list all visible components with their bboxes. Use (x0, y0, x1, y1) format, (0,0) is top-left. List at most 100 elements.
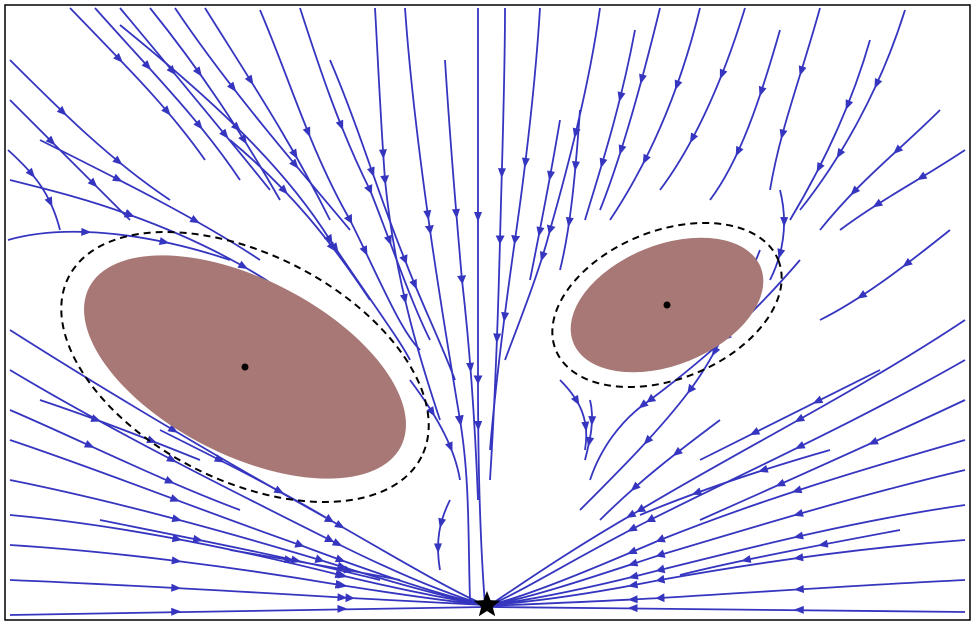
streamline (444, 59, 479, 501)
streamline-arrow (334, 520, 345, 529)
streamline-arrow (856, 290, 868, 299)
streamline (584, 399, 593, 461)
streamline (699, 369, 881, 461)
streamline (9, 59, 171, 201)
streamline-arrow (445, 441, 453, 453)
streamline (489, 606, 966, 613)
streamline-arrow (586, 436, 595, 448)
streamline-arrow (758, 85, 767, 97)
streamline-arrow (289, 148, 298, 160)
streamline-arrow (141, 60, 152, 71)
streamline (39, 139, 261, 261)
streamline (819, 229, 951, 321)
streamline-arrow (779, 128, 788, 140)
streamline (9, 409, 241, 511)
streamline-arrow (171, 583, 182, 592)
streamline-arrow (166, 65, 177, 76)
streamline-arrow (672, 446, 683, 457)
streamline-arrow (540, 250, 548, 262)
streamline-arrow (571, 394, 580, 406)
streamline-arrow (45, 135, 56, 146)
streamline-arrow (193, 119, 203, 130)
streamline (204, 7, 331, 221)
streamline-arrow (359, 245, 368, 257)
streamline-arrow (189, 214, 201, 224)
streamline (229, 139, 371, 301)
streamline (799, 9, 906, 211)
streamline (149, 7, 281, 201)
streamline-arrow (337, 580, 348, 589)
left-obstacle (60, 231, 430, 503)
streamline-arrow (166, 454, 177, 463)
streamline-arrow (83, 440, 95, 448)
streamline (9, 606, 486, 616)
streamline-arrow (171, 514, 183, 523)
streamline (119, 24, 411, 361)
streamline (409, 379, 461, 481)
streamline-arrow (872, 198, 884, 208)
streamline-arrow (331, 538, 343, 547)
streamline (584, 29, 636, 221)
streamline-arrow (793, 509, 804, 517)
streamline-arrow (171, 556, 182, 565)
streamline (9, 99, 131, 221)
streamline (489, 319, 966, 606)
streamline-arrow (794, 441, 806, 450)
streamline-arrow (874, 77, 883, 89)
streamline-arrow (112, 155, 123, 166)
streamline-arrow (639, 73, 647, 85)
streamline-arrow (777, 248, 786, 259)
streamline-arrow (916, 171, 928, 181)
streamline-arrow (87, 177, 98, 188)
streamline-arrow (367, 166, 375, 178)
streamline (9, 439, 486, 606)
streamline-arrow (547, 170, 556, 182)
streamline-arrow (219, 128, 229, 139)
streamline-arrow (466, 362, 475, 373)
streamline-arrow (337, 570, 348, 579)
streamline-arrow (617, 91, 626, 103)
streamline-arrow (171, 607, 182, 616)
streamline (174, 7, 351, 231)
streamline (679, 529, 901, 576)
streamline-arrow (123, 209, 135, 218)
streamline (839, 149, 966, 231)
streamline-arrow (112, 173, 123, 182)
left-obstacle-center-dot (241, 363, 249, 371)
streamline (599, 7, 661, 211)
streamline (119, 7, 271, 191)
streamline-arrow (630, 481, 641, 492)
streamline-arrow (167, 424, 179, 433)
streamline (489, 439, 966, 606)
streamline-arrow (627, 595, 638, 604)
streamline (437, 499, 451, 571)
streamline-arrow (850, 185, 861, 196)
streamline-arrow (817, 539, 829, 548)
streamline (659, 7, 746, 191)
streamline (819, 109, 941, 231)
streamline (374, 7, 441, 421)
streamline-arrow (171, 534, 183, 543)
streamline-arrow (334, 554, 346, 563)
streamline (489, 469, 966, 606)
streamline (769, 189, 786, 281)
streamline-arrow (735, 145, 744, 157)
streamline (789, 39, 871, 221)
streamline-arrow (626, 546, 638, 555)
plot-frame (4, 4, 971, 621)
streamline-arrow (521, 157, 530, 168)
streamline-arrow (343, 565, 355, 574)
streamline-arrow (438, 517, 447, 529)
streamline-arrow (812, 395, 824, 404)
right-obstacle-safety-boundary (551, 221, 783, 389)
streamline-arrow (618, 144, 627, 156)
streamline-arrow (44, 196, 53, 208)
streamline-arrow (902, 257, 913, 268)
streamline-arrow (791, 485, 803, 494)
streamline-arrow (627, 580, 639, 589)
streamline-arrow (289, 158, 299, 169)
streamline-arrow (90, 414, 102, 422)
streamline-arrow (536, 226, 545, 238)
streamline-arrow (169, 494, 181, 502)
streamline (769, 7, 821, 191)
